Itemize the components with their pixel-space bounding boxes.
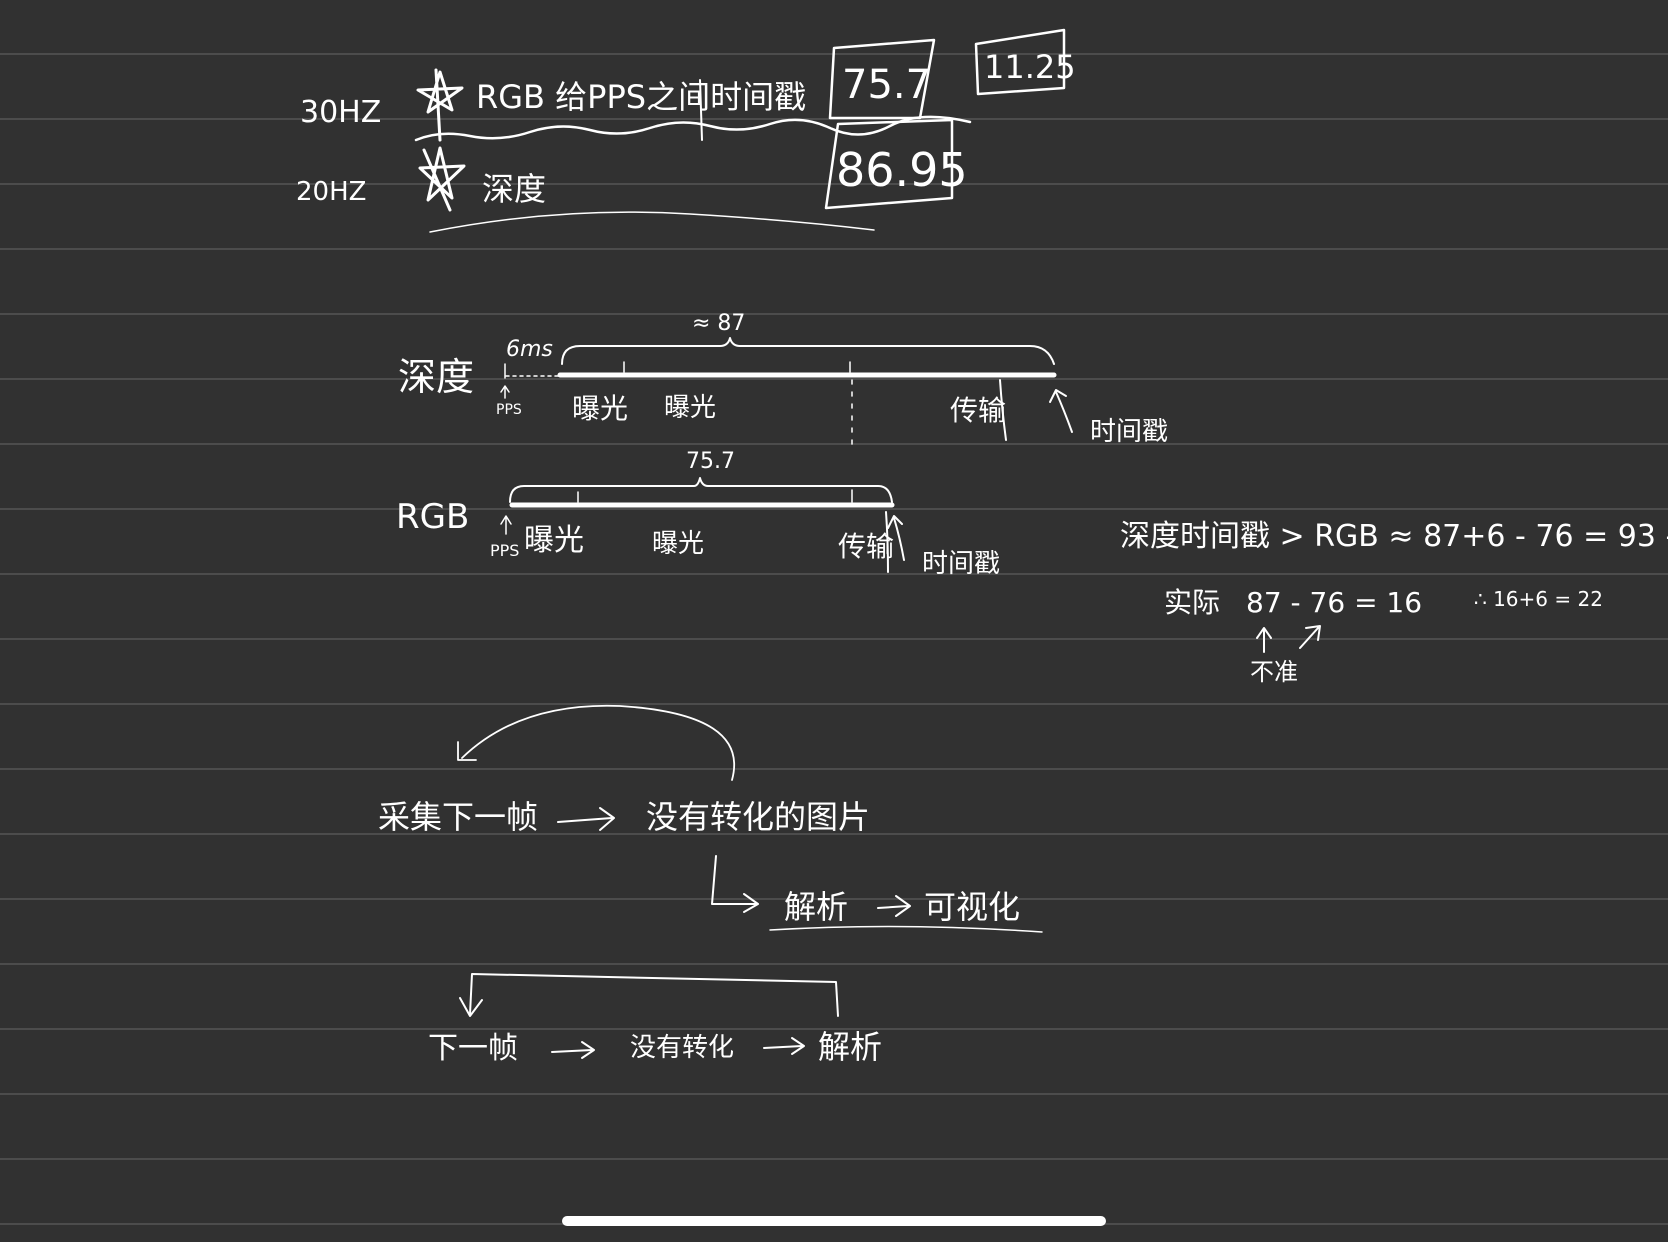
timeline-depth: 深度 ≈ 87 6ms PPS 曝光 曝光 传输 时间戳 [398,311,1168,451]
exposure-label: 曝光 [652,529,704,559]
timestamp-label: 时间戳 [922,549,1000,579]
arrow-icon [1299,625,1321,649]
home-indicator[interactable] [562,1216,1106,1226]
calc-line-2-label: 实际 [1164,586,1220,619]
box-diff [974,28,1066,96]
flow-1: 采集下一帧 没有转化的图片 解析 可视化 [378,704,1043,933]
flow1-step-d: 可视化 [924,888,1020,926]
label-30hz: 30HZ [300,95,381,130]
right-arrow-icon [877,895,911,917]
flow1-step-b: 没有转化的图片 [646,798,870,836]
flow2-step-b: 没有转化 [630,1033,734,1063]
timeline-rgb-total: 75.7 [686,449,735,474]
down-right-arrow-icon [711,855,759,913]
right-arrow-icon [551,1041,595,1059]
label-20hz: 20HZ [296,177,366,207]
loop-bracket [469,973,839,1017]
timeline-depth-title: 深度 [398,355,474,399]
underline [429,211,875,233]
flow2-step-c: 解析 [818,1028,882,1066]
timeline-rgb: RGB 75.7 PPS 曝光 曝光 传输 时间戳 [396,449,1000,579]
depth-line-text: 深度 [482,170,546,208]
rgb-line-text: RGB 给PPS之间时间戳 [476,78,806,116]
calc-line-1: 深度时间戳 > RGB ≈ 87+6 - 76 = 93 - 76 ≈ 17 [1120,519,1668,554]
flow2-step-a: 下一帧 [428,1031,518,1066]
arrow-up-icon [1256,627,1272,653]
box-depth [824,118,954,210]
right-arrow-icon [557,807,615,831]
arrow-up-icon [500,385,510,399]
timestamp-label: 时间戳 [1090,417,1168,447]
value-diff: 11.25 [984,48,1076,86]
pps-label: PPS [496,402,522,418]
flow-2: 下一帧 没有转化 解析 [428,973,882,1066]
right-arrow-icon [763,1037,805,1055]
curved-arrow [461,704,736,781]
brace [561,337,1055,365]
flow1-step-a: 采集下一帧 [378,798,538,836]
brace-stroke [999,379,1007,441]
calculation: 深度时间戳 > RGB ≈ 87+6 - 76 = 93 - 76 ≈ 17 实… [1120,519,1668,686]
brace-stroke [885,511,889,573]
top-section: 30HZ 20HZ RGB 给PPS之间时间戳 75.7 11.25 深度 86… [296,28,1076,233]
transfer-label: 传输 [838,530,894,563]
wavy-underline [414,115,972,142]
ruled-lines [0,53,1668,1225]
arrow-icon [887,515,905,561]
transfer-label: 传输 [950,394,1006,427]
arrow-head-icon [457,741,477,761]
capture-label: 曝光 [524,523,584,558]
flow1-step-c: 解析 [784,888,848,926]
underline [769,925,1043,933]
pps-label: PPS [490,541,519,560]
value-depth: 86.95 [836,143,968,197]
capture-label: 曝光 [572,392,628,425]
divider [699,79,703,141]
star-icon [418,146,466,212]
brace [509,477,893,503]
arrow-icon [1049,389,1073,433]
arrow-down-icon [459,997,483,1017]
calc-line-2-expr: 87 - 76 = 16 [1246,586,1422,619]
exposure-label: 曝光 [664,393,716,423]
timeline-depth-total: ≈ 87 [692,311,745,336]
arrow-up-icon [500,515,512,535]
star-icon [416,68,464,142]
timeline-depth-offset: 6ms [506,337,553,362]
calc-annotation: 不准 [1250,658,1298,686]
value-rgb: 75.7 [842,62,931,108]
calc-line-2-note: ∴ 16+6 = 22 [1474,587,1603,611]
timeline-rgb-title: RGB [396,497,469,537]
